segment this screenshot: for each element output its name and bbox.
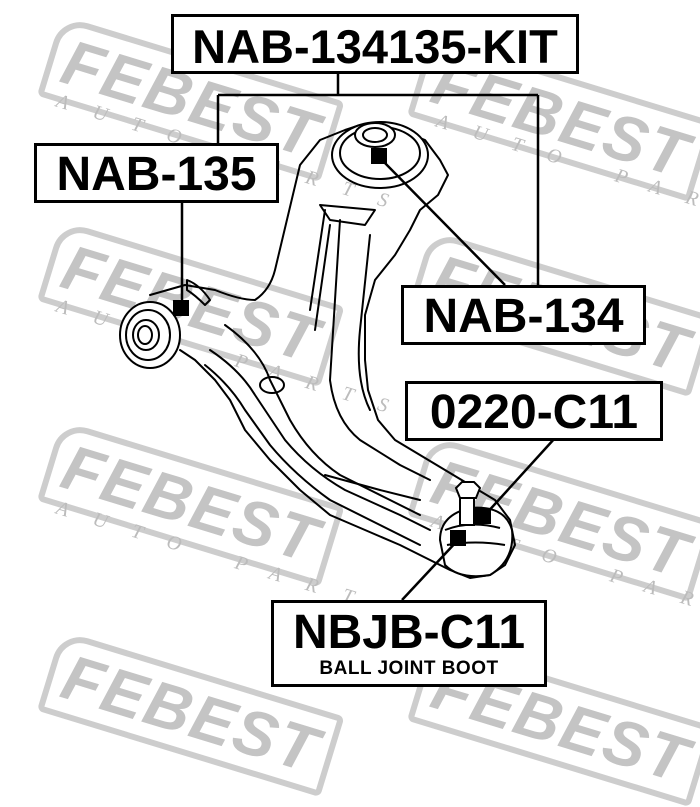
part-number: NAB-134 [423, 290, 624, 343]
arm-inner-rib [329, 219, 431, 481]
part-number: 0220-C11 [429, 386, 639, 439]
marker-rear-bushing [173, 300, 189, 316]
marker-front-bushing [371, 148, 387, 164]
marker-ball-joint [475, 508, 491, 524]
ball-joint-drawing [438, 481, 514, 578]
arm-inner-rib [357, 234, 371, 411]
part-description: BALL JOINT BOOT [319, 658, 499, 679]
arm-inner-rib [319, 204, 376, 226]
arm-inner-rib [224, 324, 421, 516]
arm-inner-rib [314, 224, 331, 331]
control-arm-drawing [119, 72, 556, 601]
arm-inner-rib [204, 364, 421, 546]
label-rear-bushing[interactable]: NAB-135 [34, 143, 279, 203]
marker-ball-joint-boot [450, 530, 466, 546]
label-ball-joint-boot[interactable]: NBJB-C11 BALL JOINT BOOT [271, 600, 547, 687]
leader-ball-joint [484, 437, 556, 516]
arm-hole [259, 376, 285, 394]
arm-inner-rib [309, 209, 326, 311]
leader-ball-joint-boot [401, 539, 459, 601]
label-ball-joint[interactable]: 0220-C11 [405, 381, 663, 441]
label-front-bushing[interactable]: NAB-134 [401, 285, 646, 345]
leader-kit [216, 72, 540, 288]
label-kit[interactable]: NAB-134135-KIT [171, 14, 579, 74]
part-number: NAB-134135-KIT [192, 20, 558, 73]
arm-inner-rib [209, 349, 431, 531]
arm-hook [186, 279, 211, 306]
leader-front-bushing [379, 157, 506, 286]
part-number: NAB-135 [56, 148, 257, 201]
arm-inner-rib [324, 474, 421, 501]
rear-bushing-drawing [119, 301, 181, 369]
part-number: NBJB-C11 [292, 606, 526, 659]
arm-outline [149, 124, 516, 579]
